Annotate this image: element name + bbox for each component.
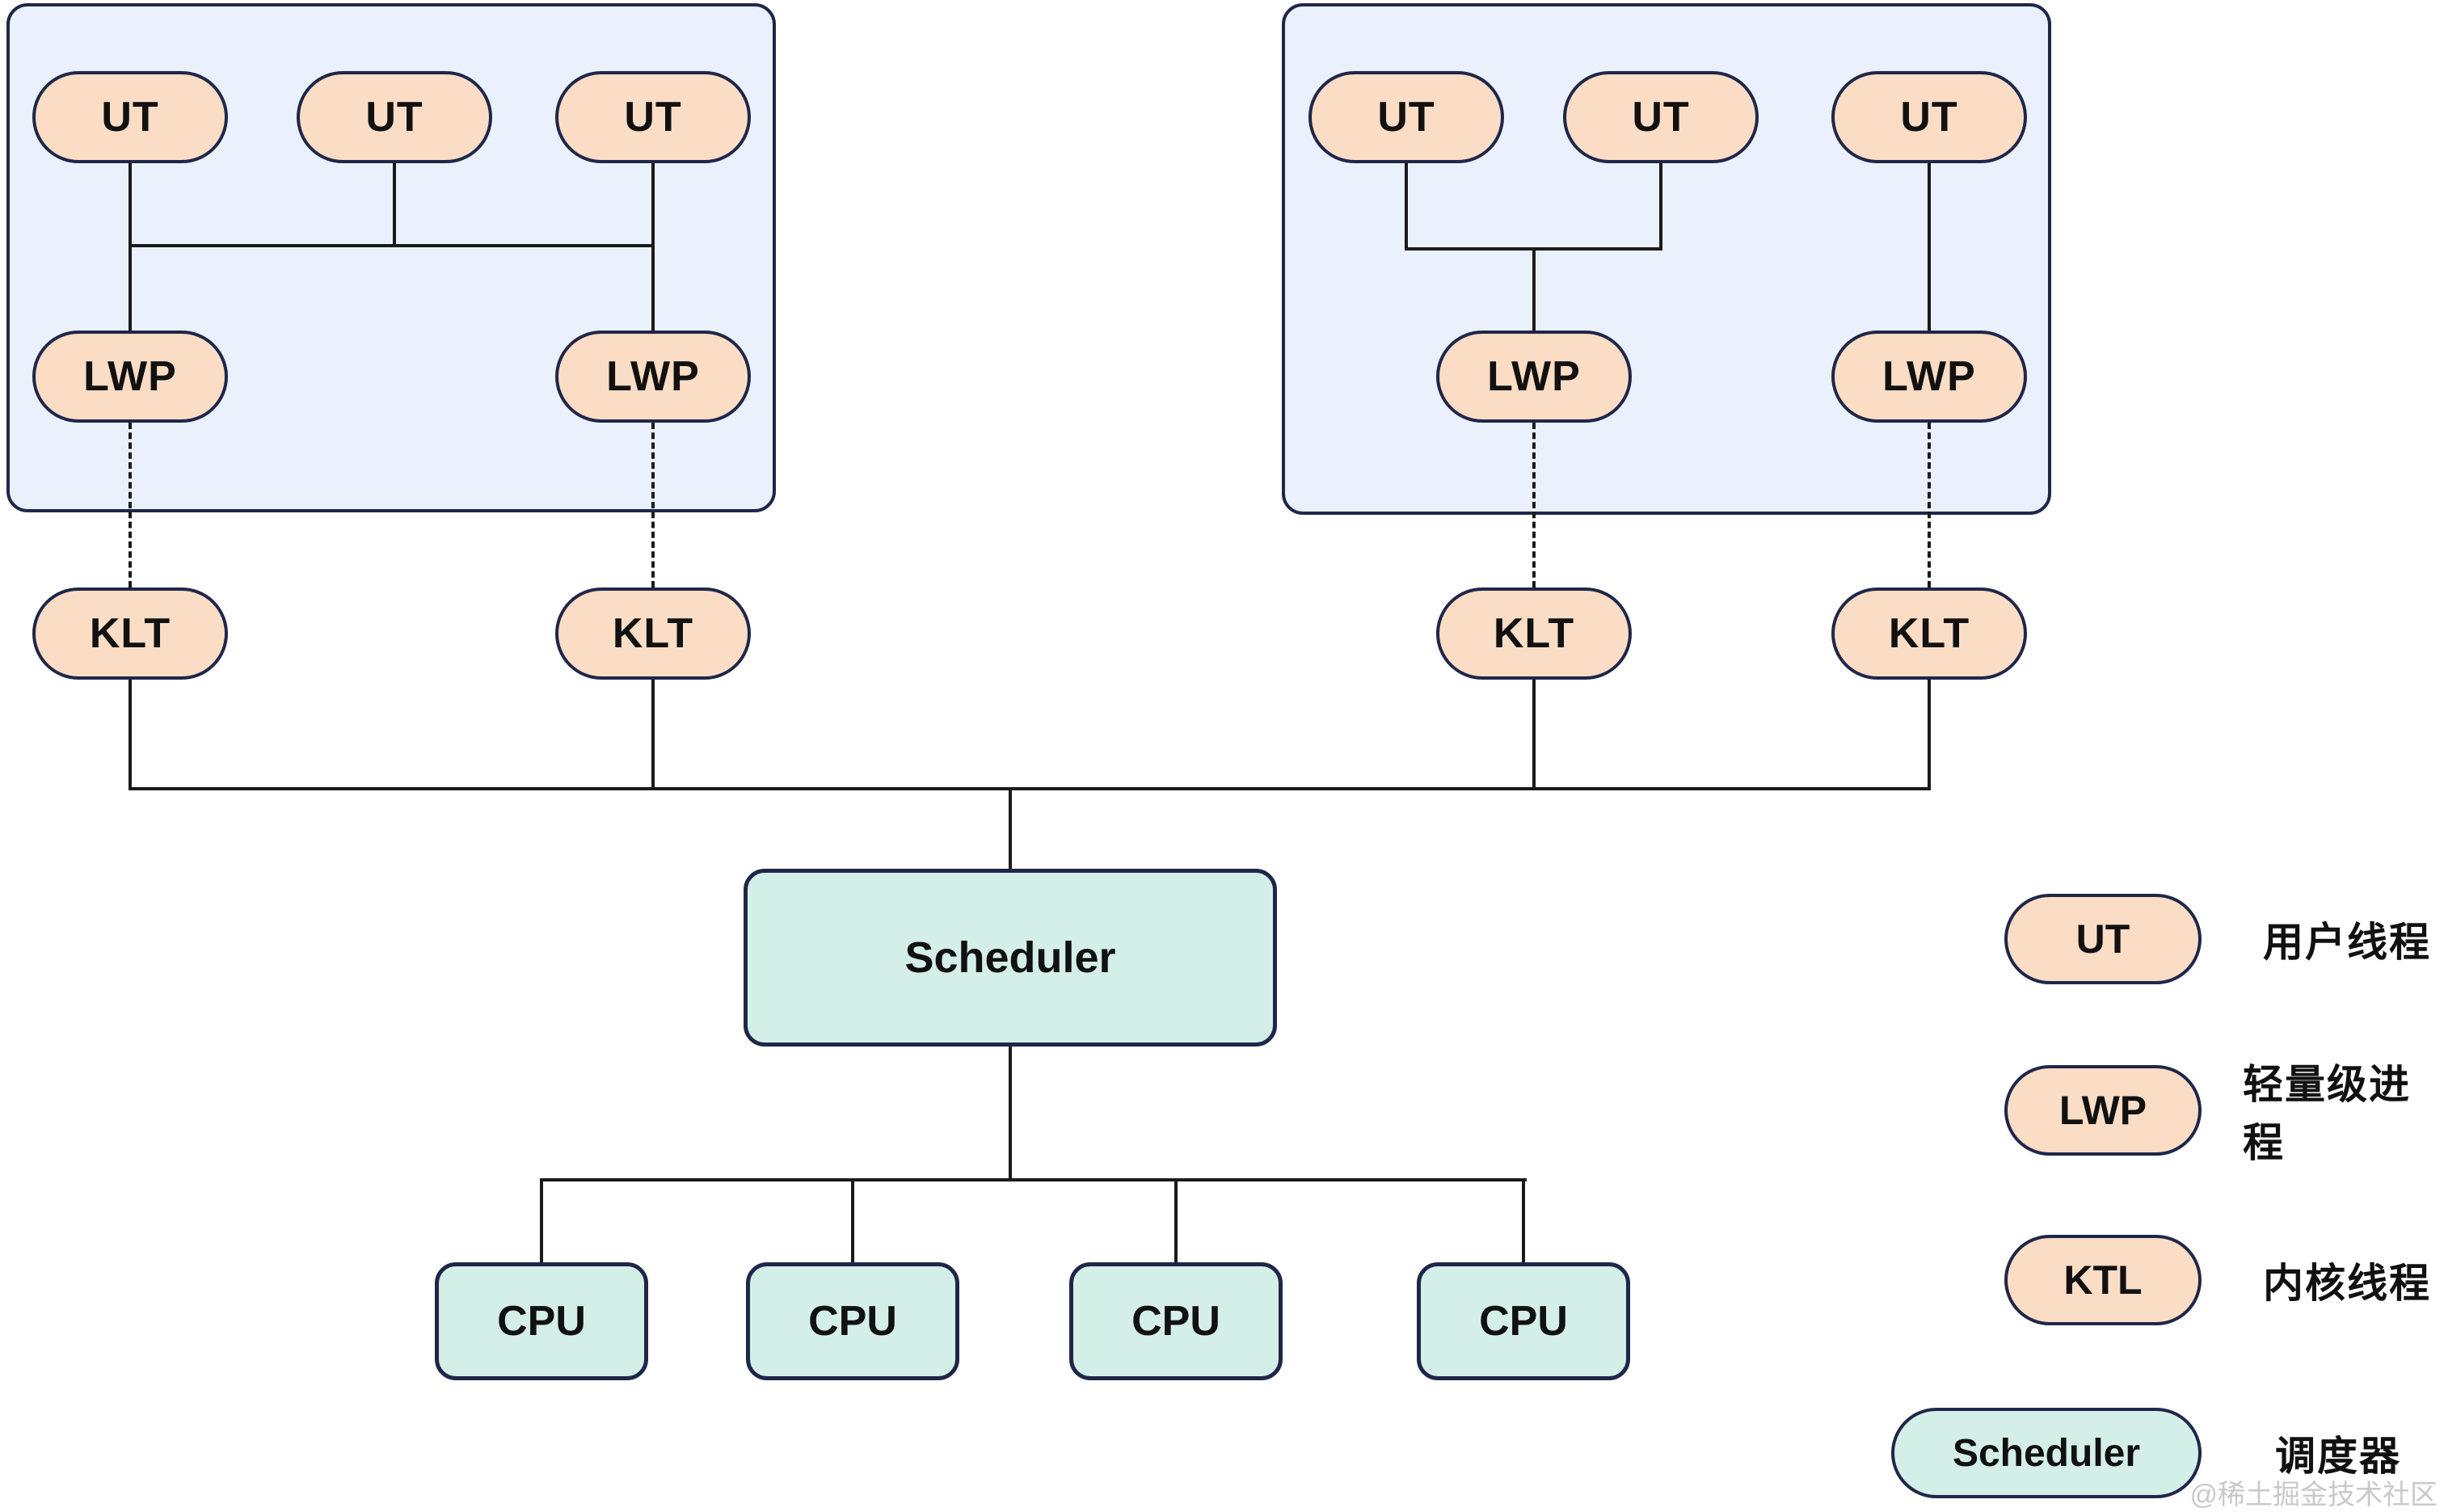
connector-line bbox=[1522, 1181, 1525, 1262]
klt-node: KLT bbox=[555, 588, 751, 680]
dashed-connector-line bbox=[1532, 423, 1536, 588]
dashed-connector-line bbox=[129, 423, 132, 588]
lwp-node: LWP bbox=[555, 331, 751, 423]
connector-line bbox=[1009, 1047, 1012, 1181]
watermark: @稀土掘金技术社区 bbox=[2189, 1480, 2438, 1510]
connector-line bbox=[851, 1181, 854, 1262]
klt-node: KLT bbox=[1436, 588, 1632, 680]
connector-line bbox=[1928, 163, 1931, 331]
connector-line bbox=[651, 247, 655, 331]
connector-line bbox=[1532, 251, 1536, 331]
legend-label-scheduler: 调度器 bbox=[2275, 1434, 2401, 1479]
connector-line bbox=[129, 787, 1931, 790]
legend-label-lightweight-process: 轻量级进程 bbox=[2243, 1062, 2411, 1165]
lwp-node: LWP bbox=[1831, 331, 2027, 423]
lwp-node: LWP bbox=[1436, 331, 1632, 423]
legend-badge-lwp: LWP bbox=[2004, 1065, 2202, 1156]
connector-line bbox=[651, 163, 655, 247]
legend-badge-scheduler: Scheduler bbox=[1891, 1408, 2202, 1498]
connector-line bbox=[1928, 680, 1931, 790]
cpu-box: CPU bbox=[746, 1262, 959, 1380]
legend-label-user-thread: 用户线程 bbox=[2263, 920, 2431, 965]
cpu-box: CPU bbox=[1069, 1262, 1283, 1380]
connector-line bbox=[651, 680, 655, 790]
lwp-node: LWP bbox=[32, 331, 228, 423]
connector-line bbox=[129, 244, 655, 247]
connector-line bbox=[393, 163, 396, 247]
ut-node: UT bbox=[1831, 71, 2027, 163]
connector-line bbox=[129, 163, 132, 247]
connector-line bbox=[1009, 790, 1012, 869]
ut-node: UT bbox=[1563, 71, 1759, 163]
ut-node: UT bbox=[297, 71, 492, 163]
dashed-connector-line bbox=[651, 423, 655, 588]
connector-line bbox=[129, 680, 132, 790]
connector-line bbox=[1405, 163, 1408, 251]
connector-line bbox=[540, 1178, 1527, 1181]
legend-label-kernel-thread: 内核线程 bbox=[2263, 1261, 2431, 1306]
ut-node: UT bbox=[1308, 71, 1504, 163]
legend-badge-ktl: KTL bbox=[2004, 1235, 2202, 1325]
cpu-box: CPU bbox=[1417, 1262, 1630, 1380]
connector-line bbox=[1405, 247, 1662, 251]
dashed-connector-line bbox=[1928, 423, 1931, 588]
klt-node: KLT bbox=[1831, 588, 2027, 680]
connector-line bbox=[1659, 163, 1662, 251]
cpu-box: CPU bbox=[435, 1262, 648, 1380]
connector-line bbox=[1174, 1181, 1178, 1262]
ut-node: UT bbox=[32, 71, 228, 163]
ut-node: UT bbox=[555, 71, 751, 163]
connector-line bbox=[540, 1181, 543, 1262]
connector-line bbox=[1532, 680, 1536, 790]
klt-node: KLT bbox=[32, 588, 228, 680]
legend-badge-ut: UT bbox=[2004, 894, 2202, 984]
scheduler-box: Scheduler bbox=[744, 869, 1277, 1047]
connector-line bbox=[129, 247, 132, 331]
